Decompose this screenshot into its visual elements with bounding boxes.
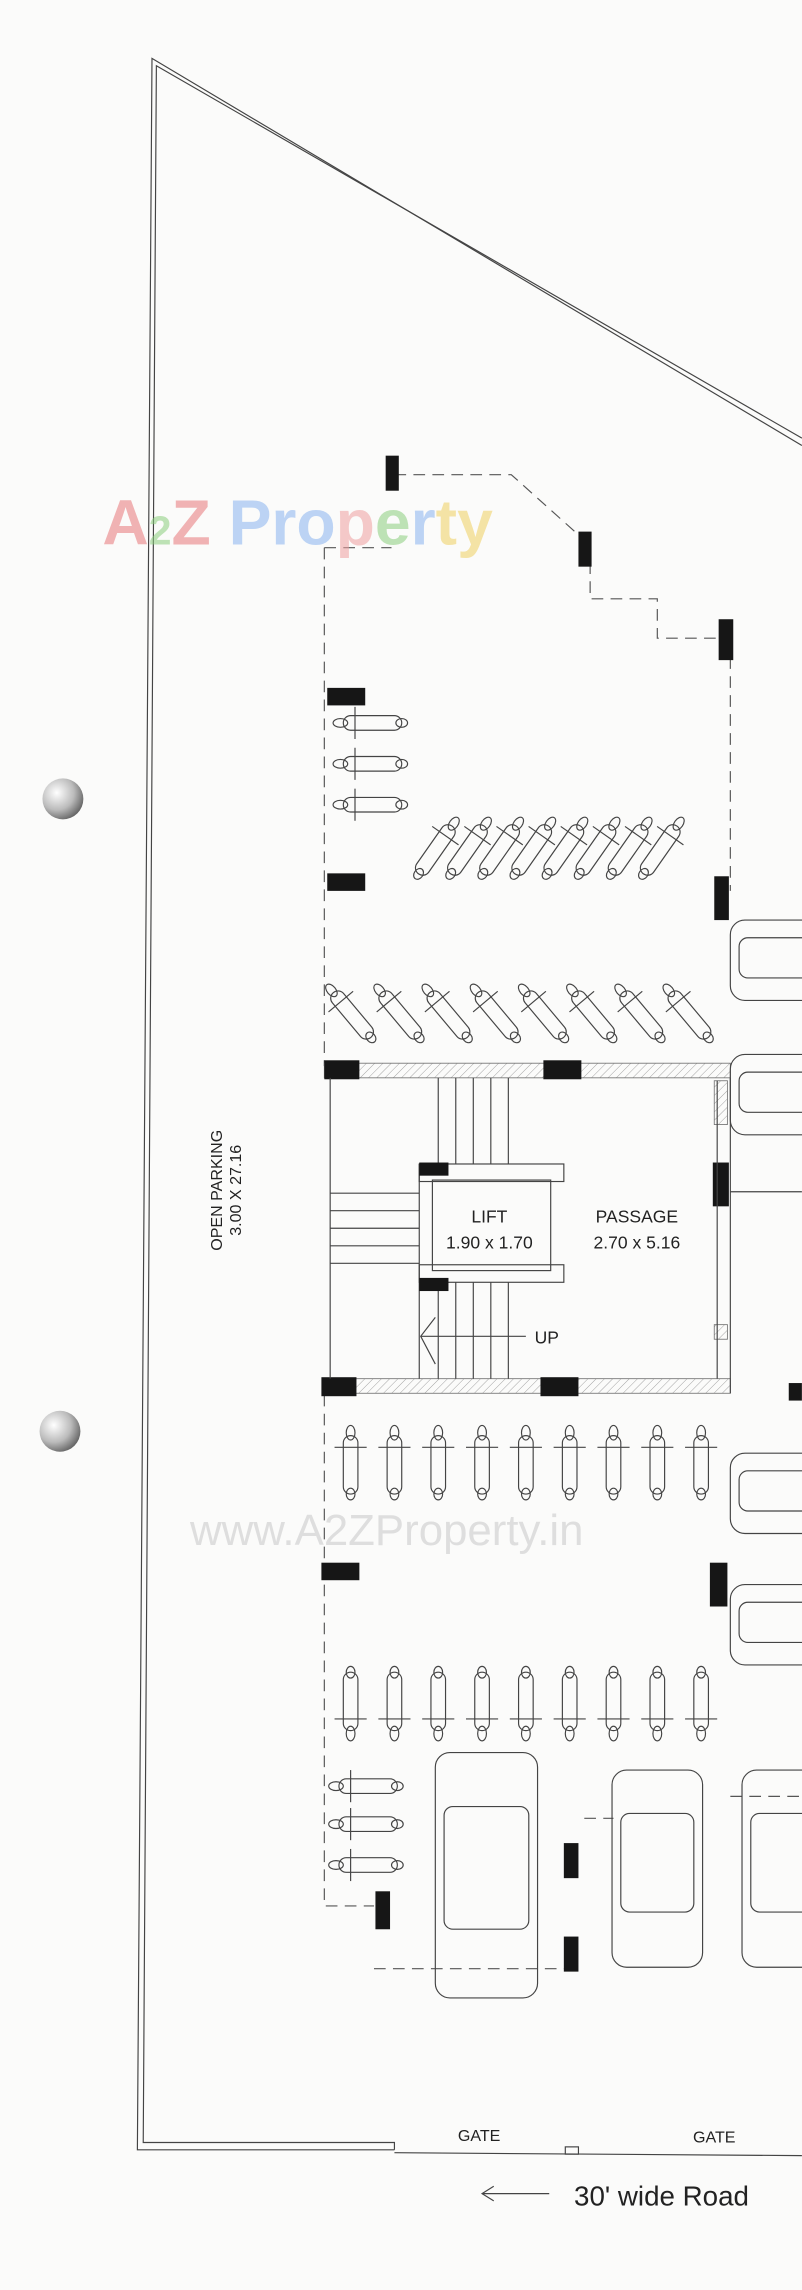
open-parking-name: OPEN PARKING: [208, 1130, 226, 1251]
car-icon: [729, 1452, 802, 1535]
motorbike-icon: [465, 1665, 499, 1742]
motorbike-icon: [325, 983, 377, 1044]
motorbike-icon: [517, 983, 570, 1044]
stair-up-label: UP: [535, 1328, 559, 1348]
motorbike-icon: [334, 1665, 367, 1742]
motorbike-icon: [614, 983, 666, 1044]
columns: [321, 455, 802, 1972]
motorbike-icon: [413, 816, 460, 880]
motorbike-icon: [373, 983, 425, 1044]
car-icon: [434, 1751, 539, 1999]
watermark-url: www.A2ZProperty.in: [189, 1506, 584, 1555]
car-icon: [741, 1769, 802, 1968]
passage-size: 2.70 x 5.16: [594, 1233, 681, 1253]
stair-lift-core: [321, 1060, 731, 1397]
motorbike-icon: [328, 1808, 404, 1841]
motorbike-icon: [573, 816, 621, 880]
gate-label-1: GATE: [458, 2127, 501, 2145]
car-icon: [729, 919, 802, 1001]
motorbike-icon: [597, 1424, 630, 1501]
car-icon: [729, 1584, 802, 1666]
gate-label-2: GATE: [693, 2128, 736, 2146]
two-wheeler-parking: [325, 706, 718, 1882]
motorbike-icon: [641, 1424, 674, 1501]
motorbike-icon: [334, 1424, 367, 1501]
plot-boundary: [136, 57, 802, 2157]
motorbike-icon: [332, 706, 409, 739]
motorbike-icon: [445, 816, 492, 880]
motorbike-icon: [553, 1424, 586, 1501]
motorbike-icon: [597, 1665, 630, 1742]
road-label: 30' wide Road: [574, 2180, 749, 2211]
watermark-logo: A2Z Property: [102, 487, 493, 559]
motorbike-icon: [685, 1665, 718, 1742]
binder-hole: [39, 1410, 81, 1452]
car-icon: [611, 1769, 704, 1968]
motorbike-icon: [541, 816, 589, 880]
road-arrow-icon: [480, 2185, 550, 2202]
passage-name: PASSAGE: [596, 1206, 678, 1226]
motorbike-icon: [422, 1665, 455, 1742]
motorbike-icon: [378, 1424, 411, 1501]
motorbike-icon: [509, 816, 557, 880]
lift-name: LIFT: [471, 1206, 507, 1226]
car-parking: [434, 919, 802, 1999]
lift-size: 1.90 x 1.70: [446, 1233, 533, 1253]
motorbike-icon: [465, 1424, 499, 1501]
motorbike-icon: [332, 747, 409, 780]
motorbike-icon: [378, 1665, 411, 1742]
motorbike-icon: [477, 816, 525, 880]
motorbike-icon: [469, 983, 522, 1044]
motorbike-icon: [509, 1665, 542, 1742]
car-icon: [729, 1053, 802, 1136]
motorbike-icon: [662, 983, 714, 1044]
motorbike-icon: [422, 1424, 455, 1501]
motorbike-icon: [332, 788, 409, 821]
binder-hole: [42, 778, 84, 820]
motorbike-icon: [637, 816, 685, 880]
motorbike-icon: [553, 1665, 586, 1742]
motorbike-icon: [605, 816, 653, 880]
motorbike-icon: [421, 983, 473, 1044]
motorbike-icon: [328, 1848, 404, 1882]
motorbike-icon: [685, 1424, 718, 1501]
motorbike-icon: [566, 983, 618, 1044]
motorbike-icon: [641, 1665, 674, 1742]
motorbike-icon: [509, 1424, 542, 1501]
open-parking-size: 3.00 X 27.16: [227, 1145, 245, 1236]
motorbike-icon: [328, 1770, 404, 1803]
